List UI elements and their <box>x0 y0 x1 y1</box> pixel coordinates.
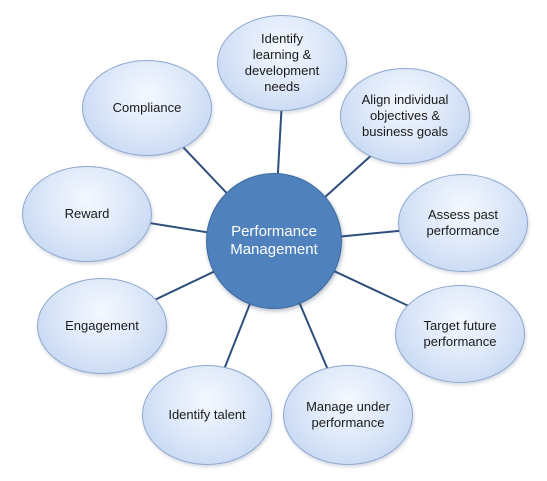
node-label: Compliance <box>112 100 182 115</box>
node-label: Target future performance <box>423 318 497 349</box>
node-label: Align individual objectives & business g… <box>361 92 449 139</box>
node-label: Reward <box>64 206 110 221</box>
node-engagement: Engagement <box>37 278 167 374</box>
node-label: Identify learning & development needs <box>244 31 320 94</box>
node-label: Engagement <box>65 318 139 333</box>
node-identify-learning: Identify learning & development needs <box>217 15 347 111</box>
node-identify-talent: Identify talent <box>142 365 272 465</box>
node-label: Manage under performance <box>306 399 390 430</box>
node-align-objectives: Align individual objectives & business g… <box>340 68 470 164</box>
node-manage-under: Manage under performance <box>283 365 413 465</box>
node-reward: Reward <box>22 166 152 262</box>
node-compliance: Compliance <box>82 60 212 156</box>
center-node-performance-management: Performance Management <box>206 173 342 309</box>
center-label: Performance Management <box>230 223 318 258</box>
node-label: Identify talent <box>168 407 246 422</box>
node-target-future: Target future performance <box>395 285 525 383</box>
node-label: Assess past performance <box>426 207 500 238</box>
node-assess-past: Assess past performance <box>398 174 528 272</box>
